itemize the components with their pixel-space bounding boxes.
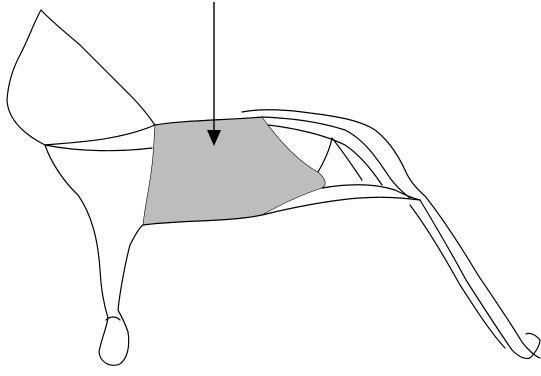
left-lobe-fold-line — [45, 145, 152, 151]
tail-inner-edge — [420, 200, 530, 359]
right-middle-line — [318, 138, 362, 180]
highlighted-region — [143, 117, 325, 225]
left-lower-stem-outline — [45, 145, 143, 365]
tail-tip — [526, 333, 540, 358]
left-upper-lobe-outline — [7, 10, 155, 145]
tail-inner-edge-2 — [410, 205, 505, 348]
tail-outer-edge — [425, 196, 540, 358]
